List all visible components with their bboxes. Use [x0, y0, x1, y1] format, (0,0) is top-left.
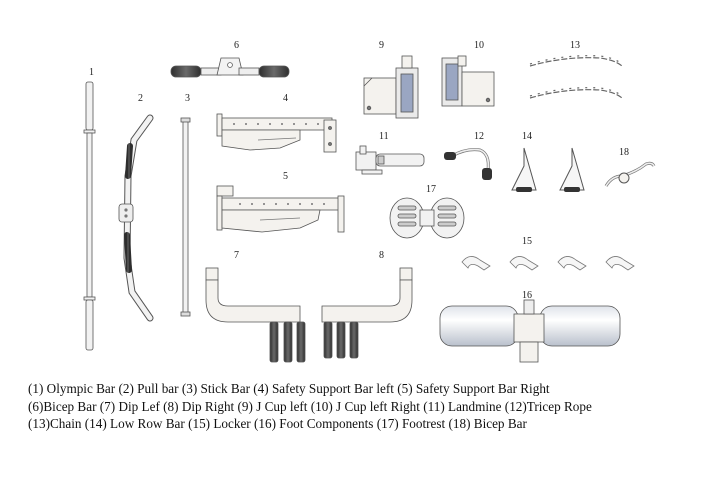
part-number-4: 4	[283, 93, 288, 104]
j-cup-left-drawing	[363, 55, 419, 119]
dip-left-drawing	[205, 267, 306, 363]
locker-drawing	[461, 256, 635, 271]
legend-item: (2) Pull bar	[118, 381, 179, 396]
legend-item: (11) Landmine	[423, 398, 502, 414]
dip-right-drawing	[321, 267, 413, 359]
legend-item: (7) Dip Lef	[99, 398, 160, 414]
bicep-bar-drawing	[170, 57, 290, 78]
part-number-2: 2	[138, 93, 143, 104]
part-number-18: 18	[619, 147, 629, 158]
parts-legend: (1) Olympic Bar (2) Pull bar (3) Stick B…	[28, 380, 708, 433]
low-row-bar-drawing	[511, 147, 585, 192]
legend-item: (9) J Cup left	[237, 398, 308, 414]
legend-item: (8) Dip Right	[163, 398, 235, 414]
part-number-3: 3	[185, 93, 190, 104]
part-number-7: 7	[234, 250, 239, 261]
legend-line: (1) Olympic Bar (2) Pull bar (3) Stick B…	[28, 380, 708, 398]
part-number-17: 17	[426, 184, 436, 195]
bicep-bar-small-drawing	[604, 161, 656, 187]
part-number-14: 14	[522, 131, 532, 142]
part-number-8: 8	[379, 250, 384, 261]
part-number-12: 12	[474, 131, 484, 142]
part-number-9: 9	[379, 40, 384, 51]
legend-item: (14) Low Row Bar	[84, 416, 185, 431]
chain-drawing	[529, 55, 623, 99]
legend-item: (6)Bicep Bar	[28, 398, 97, 414]
tricep-rope-drawing	[444, 148, 492, 180]
part-number-5: 5	[283, 171, 288, 182]
legend-item: (10) J Cup left Right	[310, 398, 420, 414]
legend-item: (1) Olympic Bar	[28, 381, 116, 396]
legend-item: (12)Tricep Rope	[504, 398, 592, 414]
part-number-10: 10	[474, 40, 484, 51]
foot-components-drawing	[439, 299, 621, 363]
pull-bar-drawing	[118, 114, 154, 322]
stick-bar-drawing	[180, 117, 191, 317]
part-number-11: 11	[379, 131, 389, 142]
legend-item: (18) Bicep Bar	[448, 416, 527, 431]
legend-item: (16) Foot Components	[253, 416, 374, 431]
part-number-15: 15	[522, 236, 532, 247]
part-number-13: 13	[570, 40, 580, 51]
j-cup-right-drawing	[441, 55, 495, 107]
legend-line: (13)Chain (14) Low Row Bar (15) Locker (…	[28, 415, 708, 433]
legend-item: (3) Stick Bar	[181, 381, 250, 396]
legend-item: (15) Locker	[188, 416, 251, 431]
parts-diagram: 1 2 3 4 5 6 7 8 9 10 11 12 13 14 15 16 1…	[83, 40, 656, 363]
part-number-16: 16	[522, 290, 532, 301]
olympic-bar-drawing	[83, 81, 96, 351]
legend-item: (13)Chain	[28, 416, 82, 431]
landmine-drawing	[355, 145, 425, 175]
part-number-1: 1	[89, 67, 94, 78]
legend-item: (4) Safety Support Bar left	[253, 381, 394, 396]
part-number-6: 6	[234, 40, 239, 51]
legend-item: (5) Safety Support Bar Right	[397, 381, 550, 396]
footrest-drawing	[389, 197, 465, 239]
part-numbers: 1 2 3 4 5 6 7 8 9 10 11 12 13 14 15 16 1…	[89, 40, 629, 301]
legend-item: (17) Footrest	[376, 416, 446, 431]
safety-support-bar-right-drawing	[216, 185, 345, 233]
legend-line: (6)Bicep Bar (7) Dip Lef (8) Dip Right (…	[28, 398, 708, 416]
safety-support-bar-left-drawing	[216, 113, 337, 153]
